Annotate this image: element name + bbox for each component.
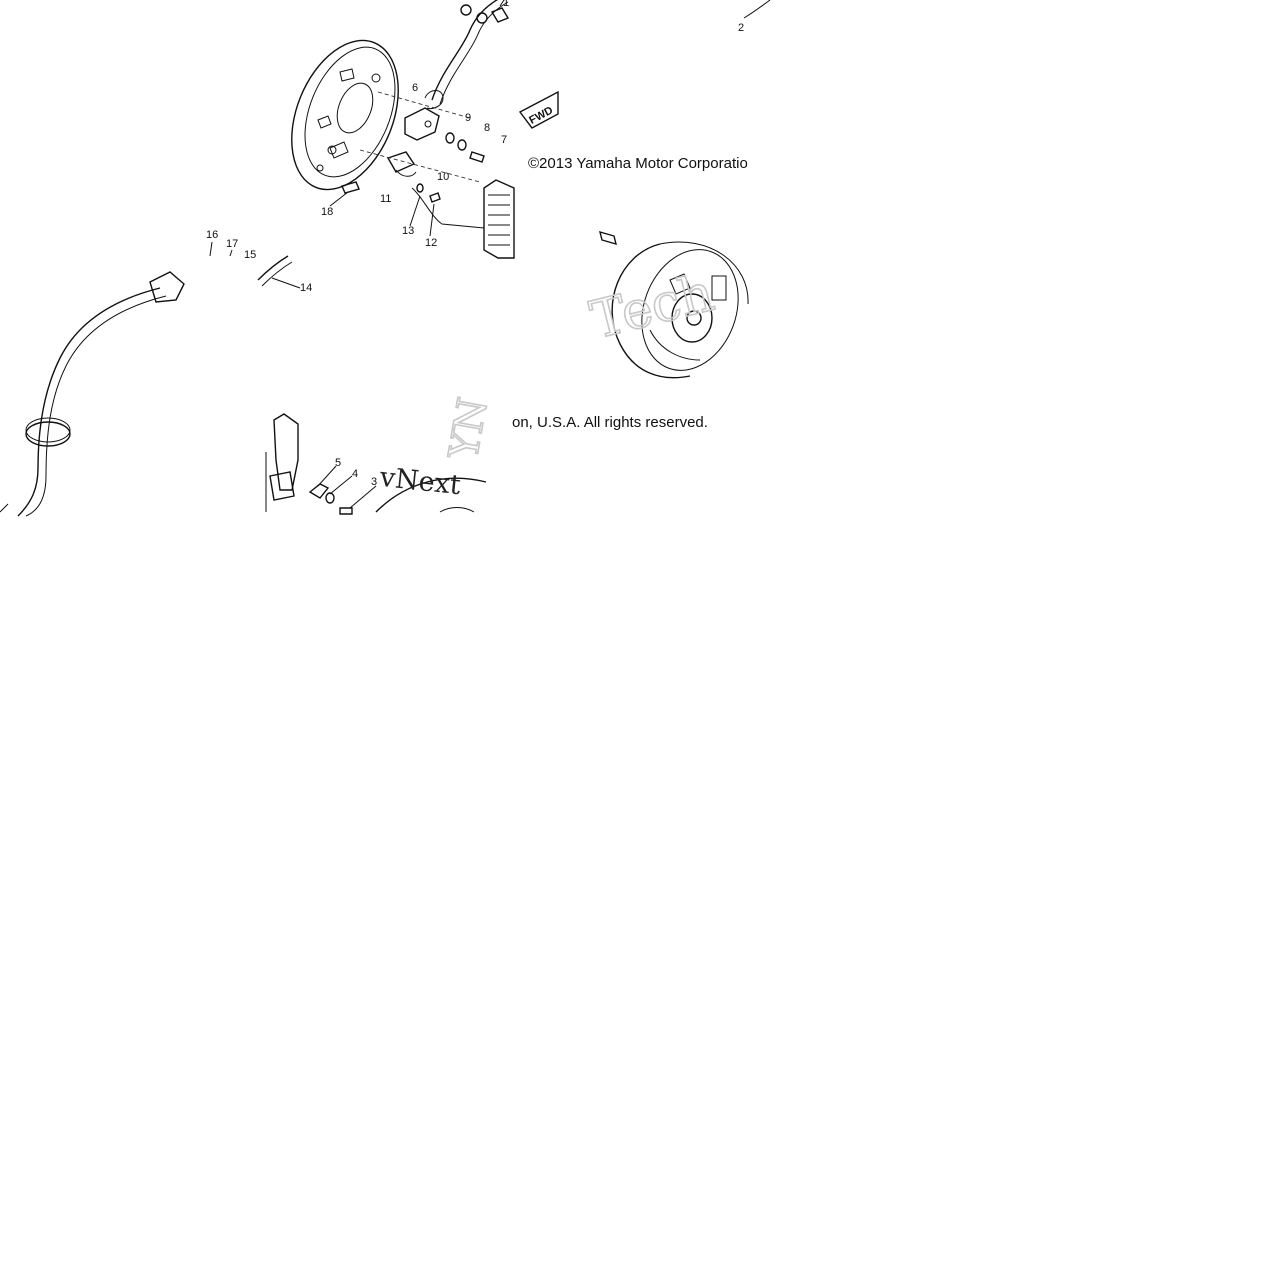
callout-13: 13 [402, 225, 414, 237]
screw-washer-set [445, 132, 485, 163]
lead-wire-top [431, 0, 499, 101]
bottom-breaker-assembly [265, 413, 487, 515]
cable-14 [209, 241, 301, 289]
callout-7: 7 [501, 134, 507, 146]
condenser [386, 151, 417, 177]
callout-4: 4 [352, 468, 358, 480]
watermark-tech: Tech [585, 263, 720, 351]
callout-6: 6 [412, 82, 418, 94]
callout-3: 3 [371, 476, 377, 488]
callout-14: 14 [300, 282, 312, 294]
callout-11: 11 [380, 193, 391, 205]
callout-9: 9 [465, 112, 471, 124]
copyright-line-2: on, U.S.A. All rights reserved. [512, 414, 708, 431]
callout-labels: 1 2 3 4 5 6 7 8 9 10 11 12 13 14 15 17 1… [206, 0, 744, 488]
stator-base-plate [291, 39, 399, 191]
callout-18: 18 [321, 206, 333, 218]
callout-5: 5 [335, 457, 341, 469]
callout-8: 8 [484, 122, 490, 134]
watermark-vnext: vNext [377, 462, 462, 501]
contact-breaker [404, 90, 444, 141]
top-bolt-group [460, 0, 505, 24]
screw-12-13 [409, 183, 441, 237]
callout-12: 12 [425, 237, 437, 249]
wire-2 [743, 0, 771, 19]
watermark-yn: YN [441, 394, 497, 463]
callout-15: 15 [244, 249, 256, 261]
callout-2: 2 [738, 22, 744, 34]
fwd-arrow-sign: FWD [518, 90, 559, 129]
flywheel [599, 230, 749, 379]
callout-10: 10 [437, 171, 449, 183]
callout-16-17-b: 17 [226, 238, 238, 250]
copyright-line-1: ©2013 Yamaha Motor Corporatio [528, 155, 748, 172]
ignition-coil [411, 179, 515, 259]
wire-harness [0, 271, 185, 517]
callout-1: 1 [503, 0, 509, 9]
screw-18 [329, 181, 360, 207]
callout-16: 16 [206, 229, 218, 241]
